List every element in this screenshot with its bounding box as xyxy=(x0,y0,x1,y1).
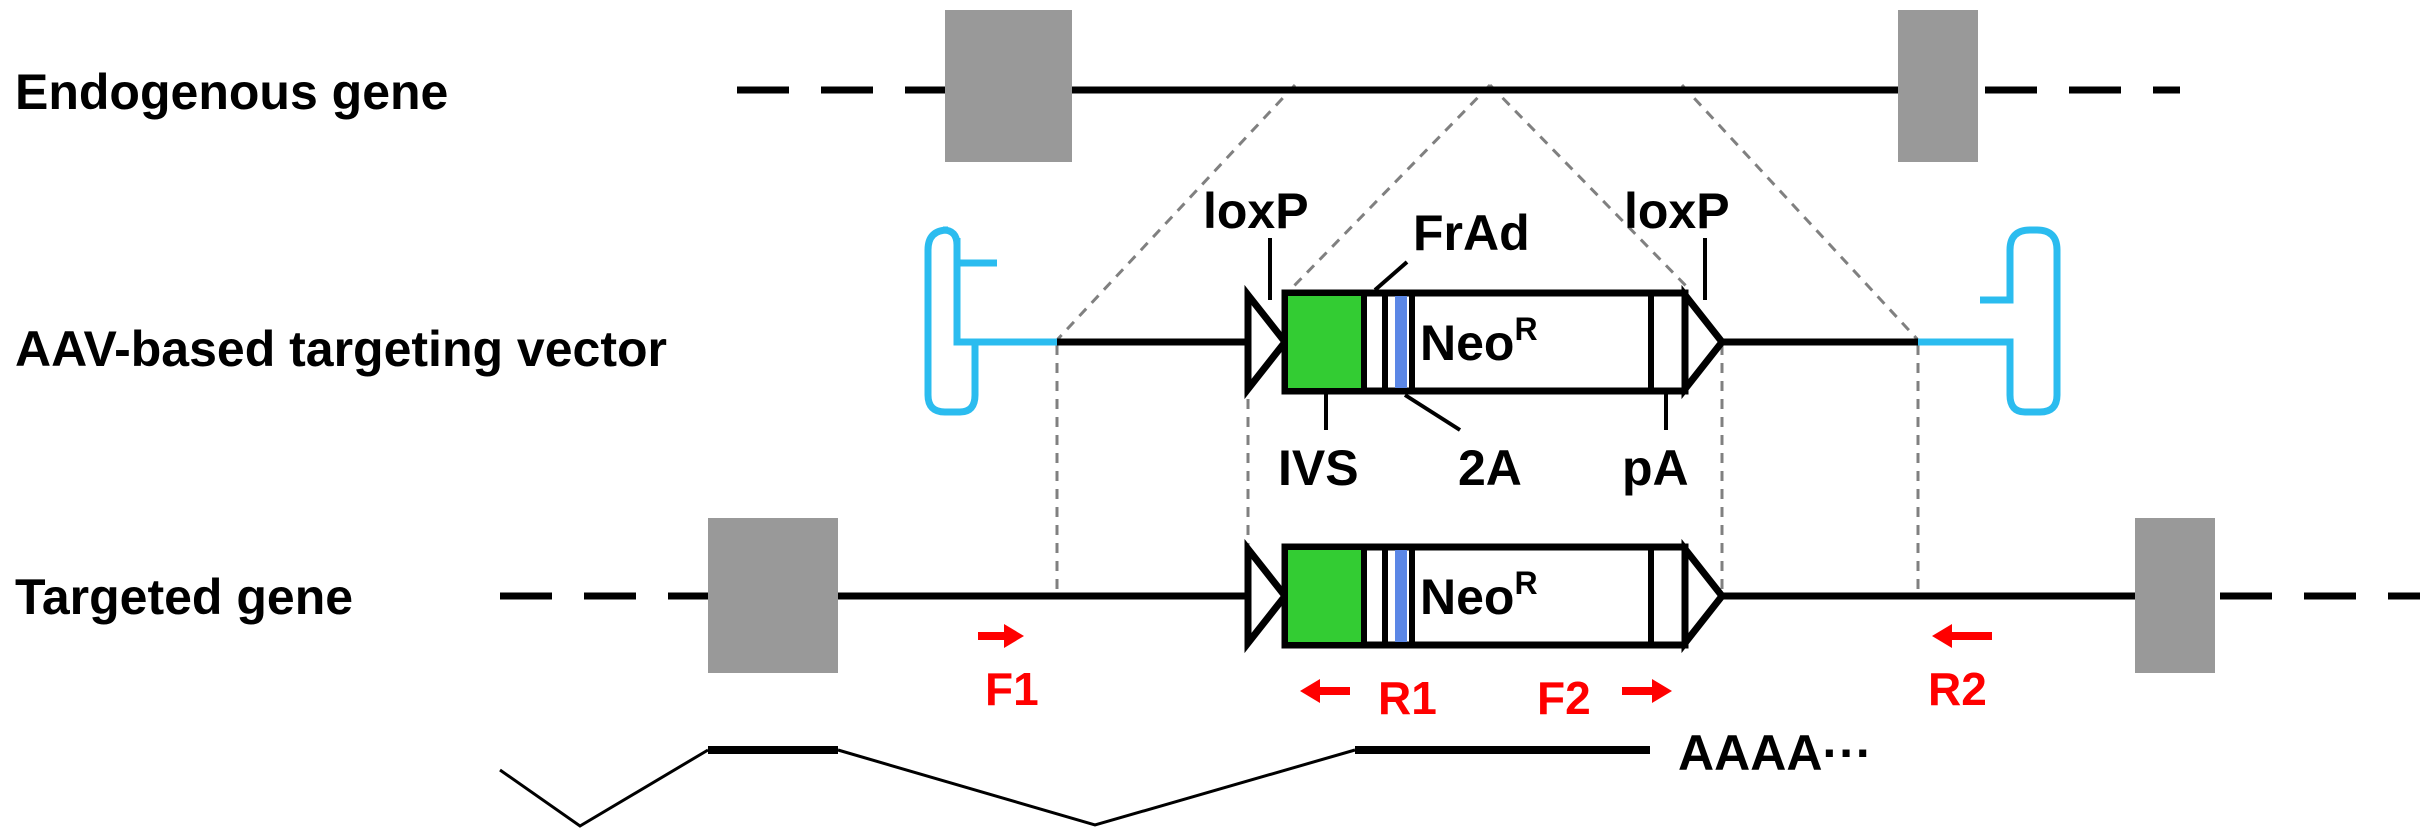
row-label-targeted: Targeted gene xyxy=(15,569,353,625)
ivs-segment-targeted xyxy=(1288,550,1364,642)
guide-center-right xyxy=(1488,83,1692,292)
loxp-left-label: loxP xyxy=(1203,183,1309,239)
row-label-vector: AAV-based targeting vector xyxy=(15,321,667,377)
polya-tail-label: AAAA··· xyxy=(1678,725,1872,781)
loxp-right-label: loxP xyxy=(1624,183,1730,239)
primer-f1: F1 xyxy=(978,624,1039,715)
neo-label-targeted: NeoR xyxy=(1420,565,1538,625)
frad-leader xyxy=(1373,260,1409,292)
targeting-vector: NeoR xyxy=(924,226,2061,416)
primer-f2-shaft xyxy=(1622,687,1654,695)
ivs-label: IVS xyxy=(1278,440,1359,496)
neo-superscript-targeted: R xyxy=(1514,565,1537,601)
loxp-right-triangle-targeted xyxy=(1681,538,1727,654)
primer-r1-head xyxy=(1300,679,1320,703)
endogenous-gene xyxy=(737,10,2180,162)
primer-r2-label: R2 xyxy=(1928,663,1987,715)
splice-junction-left xyxy=(499,748,709,828)
neo-text: Neo xyxy=(1420,315,1514,371)
frad-label: FrAd xyxy=(1413,205,1530,261)
guide-right-upper xyxy=(1680,83,1920,342)
exon-endogenous-2 xyxy=(1898,10,1978,162)
transcript-exon-1 xyxy=(708,746,838,754)
neo-text-targeted: Neo xyxy=(1420,569,1514,625)
loxp-right-triangle xyxy=(1681,284,1727,400)
two-a-segment-targeted xyxy=(1395,550,1407,642)
exon-endogenous-1 xyxy=(945,10,1072,162)
primer-f2-label: F2 xyxy=(1537,672,1591,724)
spliced-transcript: AAAA··· xyxy=(499,725,1872,828)
ivs-segment xyxy=(1288,296,1364,388)
neo-superscript: R xyxy=(1514,311,1537,347)
itr-right xyxy=(1918,226,2061,416)
guide-center-left xyxy=(1288,83,1492,292)
loxp-left-triangle-targeted xyxy=(1244,538,1290,654)
pa-label: pA xyxy=(1622,440,1689,496)
primer-f1-shaft xyxy=(978,632,1006,640)
transcript-exon-2 xyxy=(1355,746,1650,754)
primer-f1-label: F1 xyxy=(985,663,1039,715)
primer-r2-shaft xyxy=(1950,632,1992,640)
primer-r1-shaft xyxy=(1318,687,1350,695)
targeted-gene: NeoR xyxy=(500,518,2420,673)
primer-f2-head xyxy=(1652,679,1672,703)
primer-f2: F2 xyxy=(1537,672,1672,724)
loxp-left-triangle xyxy=(1244,284,1290,400)
two-a-segment xyxy=(1395,296,1407,388)
exon-targeted-1 xyxy=(708,518,838,673)
splice-junction-middle xyxy=(837,748,1356,827)
element-labels: loxP FrAd loxP IVS 2A pA xyxy=(1203,183,1730,496)
row-label-endogenous: Endogenous gene xyxy=(15,64,448,120)
exon-targeted-2 xyxy=(2135,518,2215,673)
primer-r2-head xyxy=(1932,624,1952,648)
two-a-leader xyxy=(1403,393,1462,432)
guide-left-upper xyxy=(1055,83,1297,342)
primers: F1 R1 F2 R2 xyxy=(978,624,1992,724)
itr-left xyxy=(924,226,1057,416)
primer-r2: R2 xyxy=(1928,624,1992,715)
primer-f1-head xyxy=(1004,624,1024,648)
two-a-label: 2A xyxy=(1458,440,1522,496)
primer-r1: R1 xyxy=(1300,672,1437,724)
neo-label-vector: NeoR xyxy=(1420,311,1538,371)
primer-r1-label: R1 xyxy=(1378,672,1437,724)
